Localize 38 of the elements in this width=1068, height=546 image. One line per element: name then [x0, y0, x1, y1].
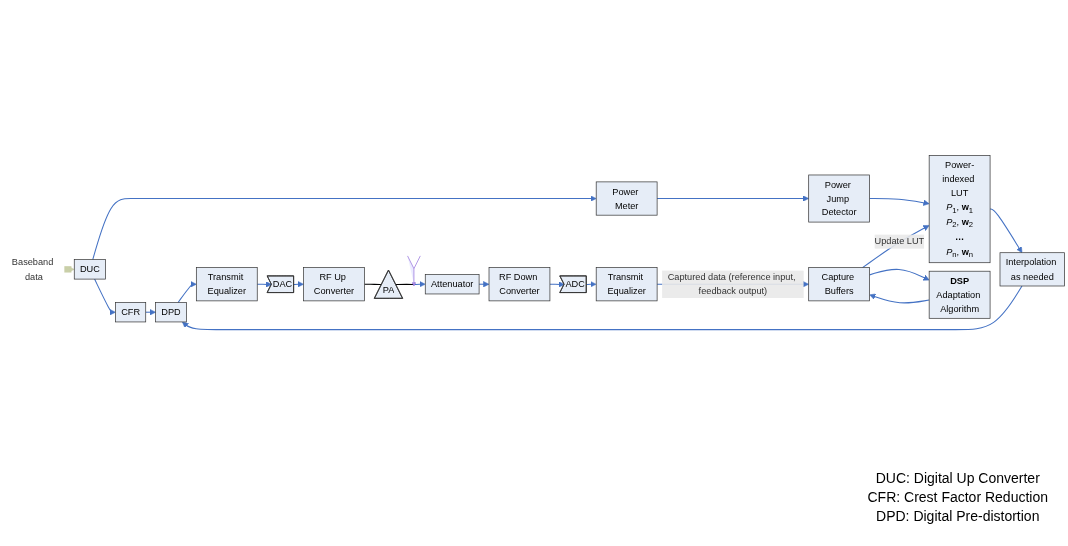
arrow: [92, 195, 597, 261]
arrow: [869, 269, 930, 281]
arrow: [989, 209, 1023, 254]
node-box: Attenuator: [424, 274, 480, 295]
edge-label: Captured data (reference input, feedback output): [667, 272, 796, 297]
arrow: [656, 195, 809, 203]
node-box: CFR: [115, 302, 147, 323]
antenna-icon: [407, 256, 421, 286]
node-box: Transmit Equalizer: [195, 267, 258, 302]
arrow: [293, 281, 304, 288]
abbreviation-note: DUC: Digital Up Converter: [874, 469, 1041, 488]
edge-label: Update LUT: [874, 236, 925, 247]
node-box: DSP Adaptation Algorithm: [928, 271, 991, 320]
arrow: [177, 281, 197, 304]
node-box: Transmit Equalizer: [595, 267, 658, 302]
node-text: Baseband data: [11, 257, 54, 282]
node-box: Interpolation as needed: [999, 252, 1065, 287]
node-box: Power Meter: [595, 182, 658, 216]
arrow: [862, 225, 930, 269]
arrow: [414, 281, 426, 288]
node-box: Capture Buffers: [808, 267, 870, 302]
node-box: RF Down Converter: [488, 267, 551, 302]
abbreviation-note: DPD: Digital Pre-distortion: [875, 507, 1041, 526]
node-box: DPD: [155, 302, 187, 323]
arrow: [549, 281, 565, 288]
abbreviation-note: CFR: Crest Factor Reduction: [867, 488, 1048, 507]
arrow: [869, 294, 930, 304]
arrow: [62, 266, 75, 273]
arrow: [478, 281, 490, 288]
node-box: Power Jump Detector: [808, 175, 870, 223]
arrow: [94, 279, 116, 316]
arrow: [869, 198, 930, 207]
node-box: Power-indexed LUT P$_{1}$, w$_{1}$ P$_{2}$, w$_{2}$ … P$_{n}$, w$_{n}$: [928, 155, 991, 264]
node-box: DUC: [73, 259, 106, 280]
arrow: [256, 281, 272, 288]
arrow: [145, 309, 156, 316]
node-box: RF Up Converter: [303, 267, 365, 302]
arrow: [586, 281, 597, 288]
